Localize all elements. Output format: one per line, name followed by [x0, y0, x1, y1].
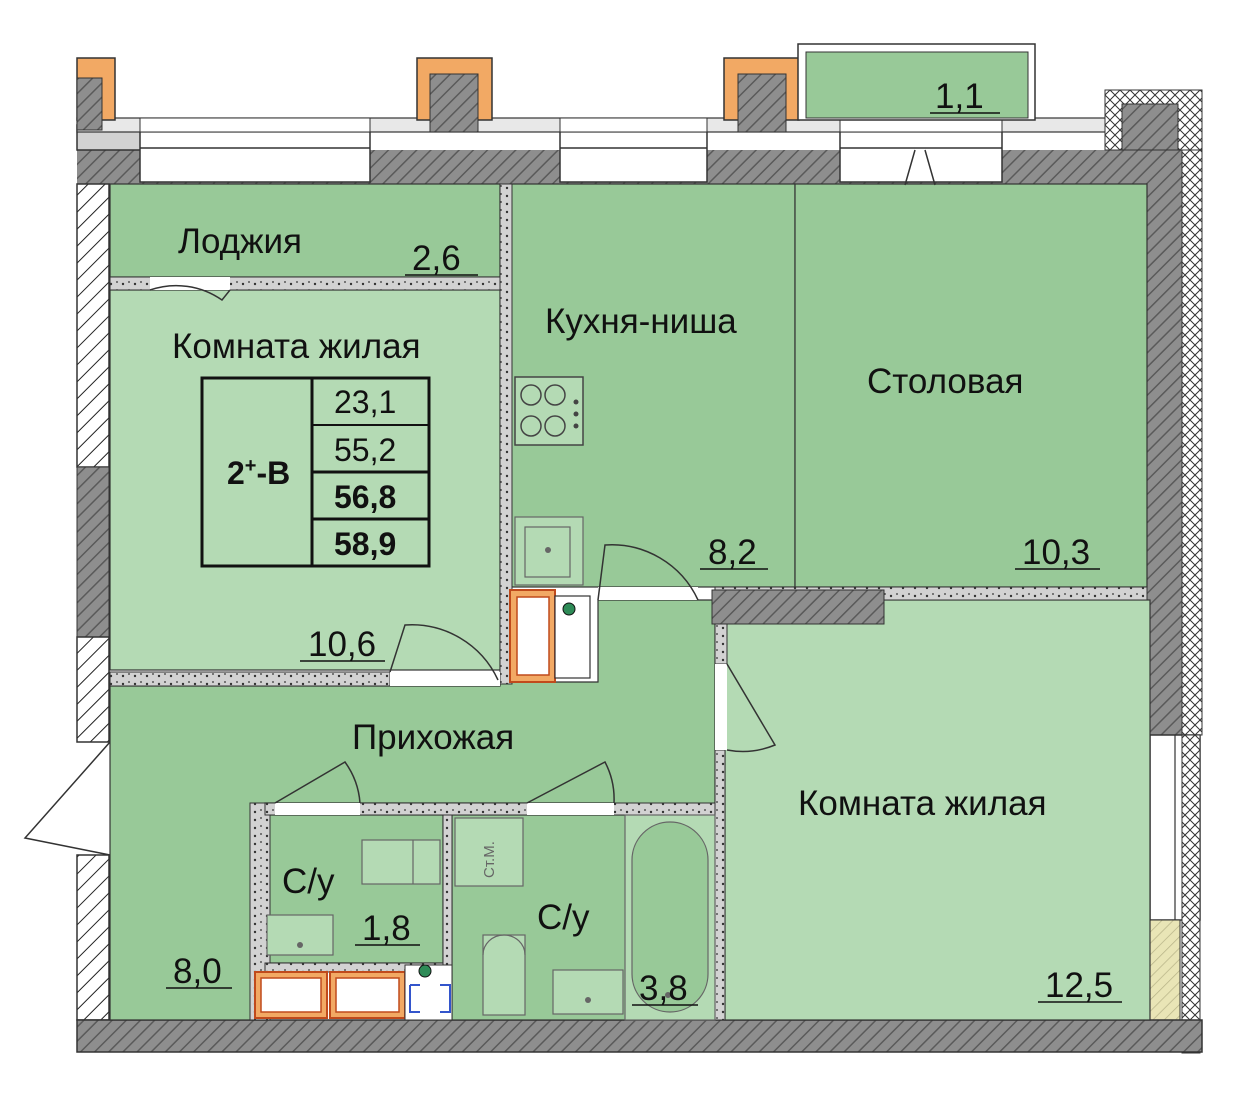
wc2-area: 3,8	[639, 969, 688, 1008]
pilaster-2	[416, 57, 493, 133]
loggia-area: 2,6	[412, 239, 461, 278]
living2-label: Комната жилая	[798, 784, 1047, 823]
pilaster-1	[76, 57, 116, 131]
wc1-area: 1,8	[362, 909, 411, 948]
loggia-label: Лоджия	[178, 222, 302, 261]
dining-label: Столовая	[867, 362, 1024, 401]
bathtub	[624, 814, 716, 1021]
kitchen-label: Кухня-ниша	[545, 302, 737, 341]
kitchen-area: 8,2	[708, 533, 757, 572]
room-living-2	[724, 599, 1151, 1021]
sink-1	[266, 914, 334, 956]
total-area-all-value: 58,9	[334, 526, 396, 562]
stove	[514, 376, 584, 446]
hall-area: 8,0	[173, 952, 222, 991]
total-area-loggia-value: 56,8	[334, 479, 396, 515]
kitchen-sink	[514, 516, 584, 586]
toilet-2	[482, 934, 526, 1016]
stm-label: Ст.М.	[481, 841, 498, 878]
doors	[149, 149, 936, 804]
summary-table: 2+-В 23,1 55,2 56,8 58,9	[200, 376, 431, 568]
apartment-type: 2+-В	[227, 455, 290, 491]
living1-area: 10,6	[308, 625, 376, 664]
room-dining	[794, 183, 1148, 588]
sink-2	[552, 969, 624, 1015]
living-area-value: 23,1	[334, 384, 396, 420]
living2-area: 12,5	[1045, 966, 1113, 1005]
outer-walls	[23, 57, 1203, 1054]
riser-shaft	[509, 589, 591, 683]
wc2-label: С/у	[537, 898, 590, 937]
dining-area: 10,3	[1022, 533, 1090, 572]
room-living-1	[109, 289, 501, 671]
riser-bottom	[254, 964, 453, 1021]
balcony: 1,1	[797, 43, 1036, 121]
pilaster-3	[723, 57, 800, 133]
living1-label: Комната жилая	[172, 327, 421, 366]
room-loggia	[109, 183, 501, 278]
stm-box: Ст.М.	[454, 817, 524, 887]
balcony-area: 1,1	[935, 77, 984, 116]
total-area-value: 55,2	[334, 432, 396, 468]
hall-label: Прихожая	[352, 718, 514, 757]
wc1-label: С/у	[282, 862, 335, 901]
toilet-1	[361, 839, 441, 885]
inner-walls	[109, 183, 1148, 1021]
